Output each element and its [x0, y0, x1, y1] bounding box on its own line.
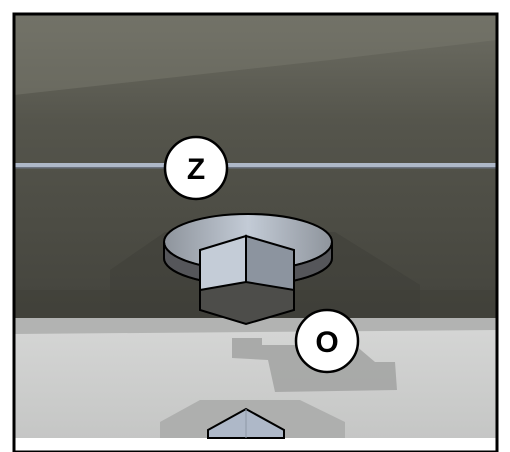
upper-panel-highlight: [14, 14, 497, 95]
seam-line: [14, 163, 497, 168]
callout-z: Z: [163, 135, 229, 201]
callout-z-circle: [163, 135, 229, 201]
seam-line-shadow: [14, 167, 497, 169]
callout-o-label: O: [315, 326, 338, 359]
lower-panel-edge: [14, 318, 497, 334]
callout-o: O: [294, 308, 360, 374]
frame-border: [12, 12, 499, 452]
bolt-face-right: [245, 234, 295, 292]
callout-z-label: Z: [187, 153, 205, 186]
callout-o-circle: [294, 308, 360, 374]
